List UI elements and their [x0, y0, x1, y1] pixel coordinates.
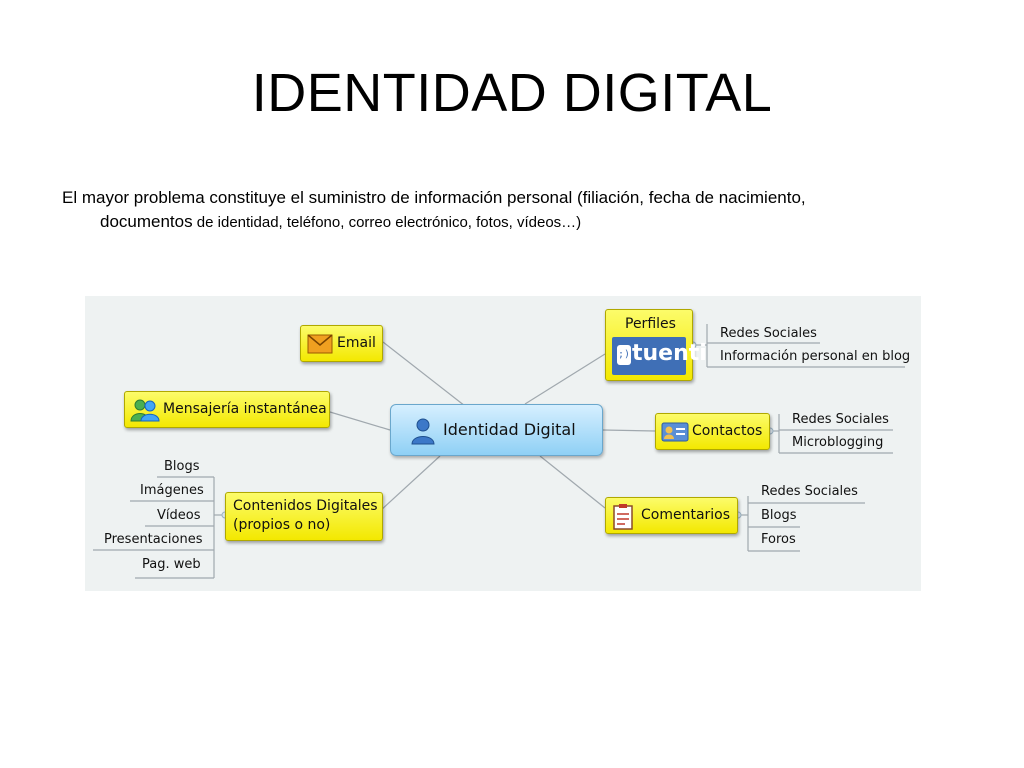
- body-line-2-rest: de identidad, teléfono, correo electróni…: [192, 214, 582, 231]
- contactos-item-redes[interactable]: Redes Sociales: [792, 412, 889, 427]
- comentarios-item-redes[interactable]: Redes Sociales: [761, 484, 858, 499]
- comentarios-item-blogs[interactable]: Blogs: [761, 508, 797, 523]
- topic-comentarios[interactable]: Comentarios: [605, 497, 738, 534]
- smiley-icon: ;): [617, 345, 631, 365]
- body-line-2: documentos de identidad, teléfono, corre…: [62, 210, 942, 235]
- central-node-label: Identidad Digital: [443, 420, 576, 439]
- contenidos-item-pagweb[interactable]: Pag. web: [142, 557, 201, 572]
- envelope-icon: [307, 334, 333, 354]
- slide-body-text: El mayor problema constituye el suminist…: [62, 186, 942, 235]
- topic-contenidos-label-2: (propios o no): [233, 517, 331, 533]
- central-node[interactable]: Identidad Digital: [390, 404, 603, 456]
- perfiles-item-redes[interactable]: Redes Sociales: [720, 326, 817, 341]
- contenidos-item-videos[interactable]: Vídeos: [157, 508, 201, 523]
- body-line-2-start: documentos: [100, 212, 193, 231]
- topic-contactos[interactable]: Contactos: [655, 413, 770, 450]
- contenidos-item-imagenes[interactable]: Imágenes: [140, 483, 204, 498]
- tuenti-logo: ;) tuenti: [612, 337, 707, 375]
- topic-perfiles[interactable]: Perfiles ;) tuenti: [605, 309, 707, 381]
- topic-email-label: Email: [337, 335, 376, 351]
- topic-contenidos[interactable]: Contenidos Digitales (propios o no): [225, 492, 383, 541]
- mind-map-connectors: [93, 324, 905, 579]
- mind-map: Identidad Digital Email Mensajería insta…: [85, 296, 921, 591]
- topic-comentarios-label: Comentarios: [641, 507, 731, 523]
- users-icon: [130, 399, 160, 422]
- perfiles-item-info-blog[interactable]: Información personal en blog: [720, 349, 911, 364]
- notepad-icon: [613, 504, 633, 530]
- topic-mensajeria-label: Mensajería instantánea: [163, 401, 327, 417]
- topic-email[interactable]: Email: [300, 325, 383, 362]
- slide-title: IDENTIDAD DIGITAL: [251, 63, 773, 123]
- contenidos-item-presentaciones[interactable]: Presentaciones: [104, 532, 203, 547]
- comentarios-item-foros[interactable]: Foros: [761, 532, 796, 547]
- body-line-1: El mayor problema constituye el suminist…: [62, 188, 806, 207]
- topic-mensajeria[interactable]: Mensajería instantánea: [124, 391, 330, 428]
- person-icon: [411, 418, 435, 445]
- contactos-item-microblogging[interactable]: Microblogging: [792, 435, 884, 450]
- topic-contenidos-label-1: Contenidos Digitales: [233, 498, 378, 514]
- topic-perfiles-label: Perfiles: [625, 316, 676, 332]
- contenidos-item-blogs[interactable]: Blogs: [164, 459, 200, 474]
- contact-card-icon: [661, 422, 689, 442]
- tuenti-logo-text: tuenti: [632, 341, 707, 366]
- topic-contactos-label: Contactos: [692, 423, 763, 439]
